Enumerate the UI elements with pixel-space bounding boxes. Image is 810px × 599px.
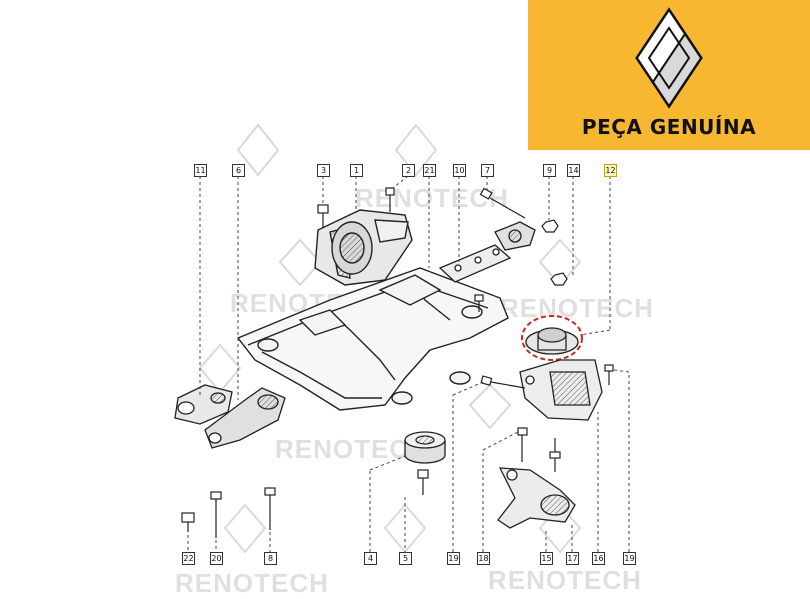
lower-engine-mount	[204, 387, 286, 449]
callout-5: 5	[399, 552, 412, 565]
callout-17: 17	[566, 552, 579, 565]
bolt-2	[385, 187, 395, 212]
watermark-emblem	[236, 123, 280, 177]
callout-22: 22	[182, 552, 195, 565]
callout-7: 7	[481, 164, 494, 177]
stud-15	[549, 438, 561, 472]
torque-rod-bracket	[438, 221, 536, 283]
watermark-emblem	[468, 383, 512, 430]
bolt-22	[181, 512, 195, 532]
watermark: RENOTECH	[275, 434, 429, 464]
leader-lines	[187, 175, 630, 552]
callout-8: 8	[264, 552, 277, 565]
bolt-small	[474, 294, 484, 312]
watermark-emblem	[394, 123, 438, 177]
lower-bushing	[404, 431, 446, 464]
callout-12: 12	[604, 164, 617, 177]
watermark: RENOTECH	[500, 293, 654, 323]
callout-15: 15	[540, 552, 553, 565]
bolt-18	[517, 427, 528, 462]
watermark: RENOTECH	[355, 183, 509, 213]
bolt-5	[417, 469, 429, 495]
bolt-19	[604, 364, 614, 385]
bolt-19-long	[480, 375, 526, 389]
callout-14: 14	[567, 164, 580, 177]
watermark-emblem	[278, 238, 322, 287]
front-subframe	[236, 267, 509, 411]
callout-4: 4	[364, 552, 377, 565]
callout-19: 19	[623, 552, 636, 565]
callout-10: 10	[453, 164, 466, 177]
bolt-3	[317, 204, 329, 228]
callout-9: 9	[543, 164, 556, 177]
callout-19: 19	[447, 552, 460, 565]
gearbox-mount-pad	[525, 327, 579, 355]
callout-2: 2	[402, 164, 415, 177]
highlight-circle	[521, 315, 583, 361]
nut-9	[541, 219, 559, 233]
upper-engine-mount	[314, 209, 413, 286]
gearbox-bracket	[519, 359, 603, 421]
pendulum-rod	[174, 384, 233, 425]
renault-diamond-icon	[635, 7, 703, 109]
callout-6: 6	[232, 164, 245, 177]
callout-1: 1	[350, 164, 363, 177]
genuine-part-label: PEÇA GENUÍNA	[581, 115, 757, 139]
brand-logo-panel: PEÇA GENUÍNA	[528, 0, 810, 150]
callout-20: 20	[210, 552, 223, 565]
callout-18: 18	[477, 552, 490, 565]
callout-11: 11	[194, 164, 207, 177]
callout-16: 16	[592, 552, 605, 565]
nut-14	[550, 272, 568, 286]
callout-3: 3	[317, 164, 330, 177]
watermark-emblem	[223, 503, 267, 554]
bolt-20	[210, 491, 222, 538]
callout-21: 21	[423, 164, 436, 177]
lower-torque-arm	[497, 467, 576, 529]
bolt-8	[264, 487, 276, 530]
bolt-7	[479, 187, 526, 219]
